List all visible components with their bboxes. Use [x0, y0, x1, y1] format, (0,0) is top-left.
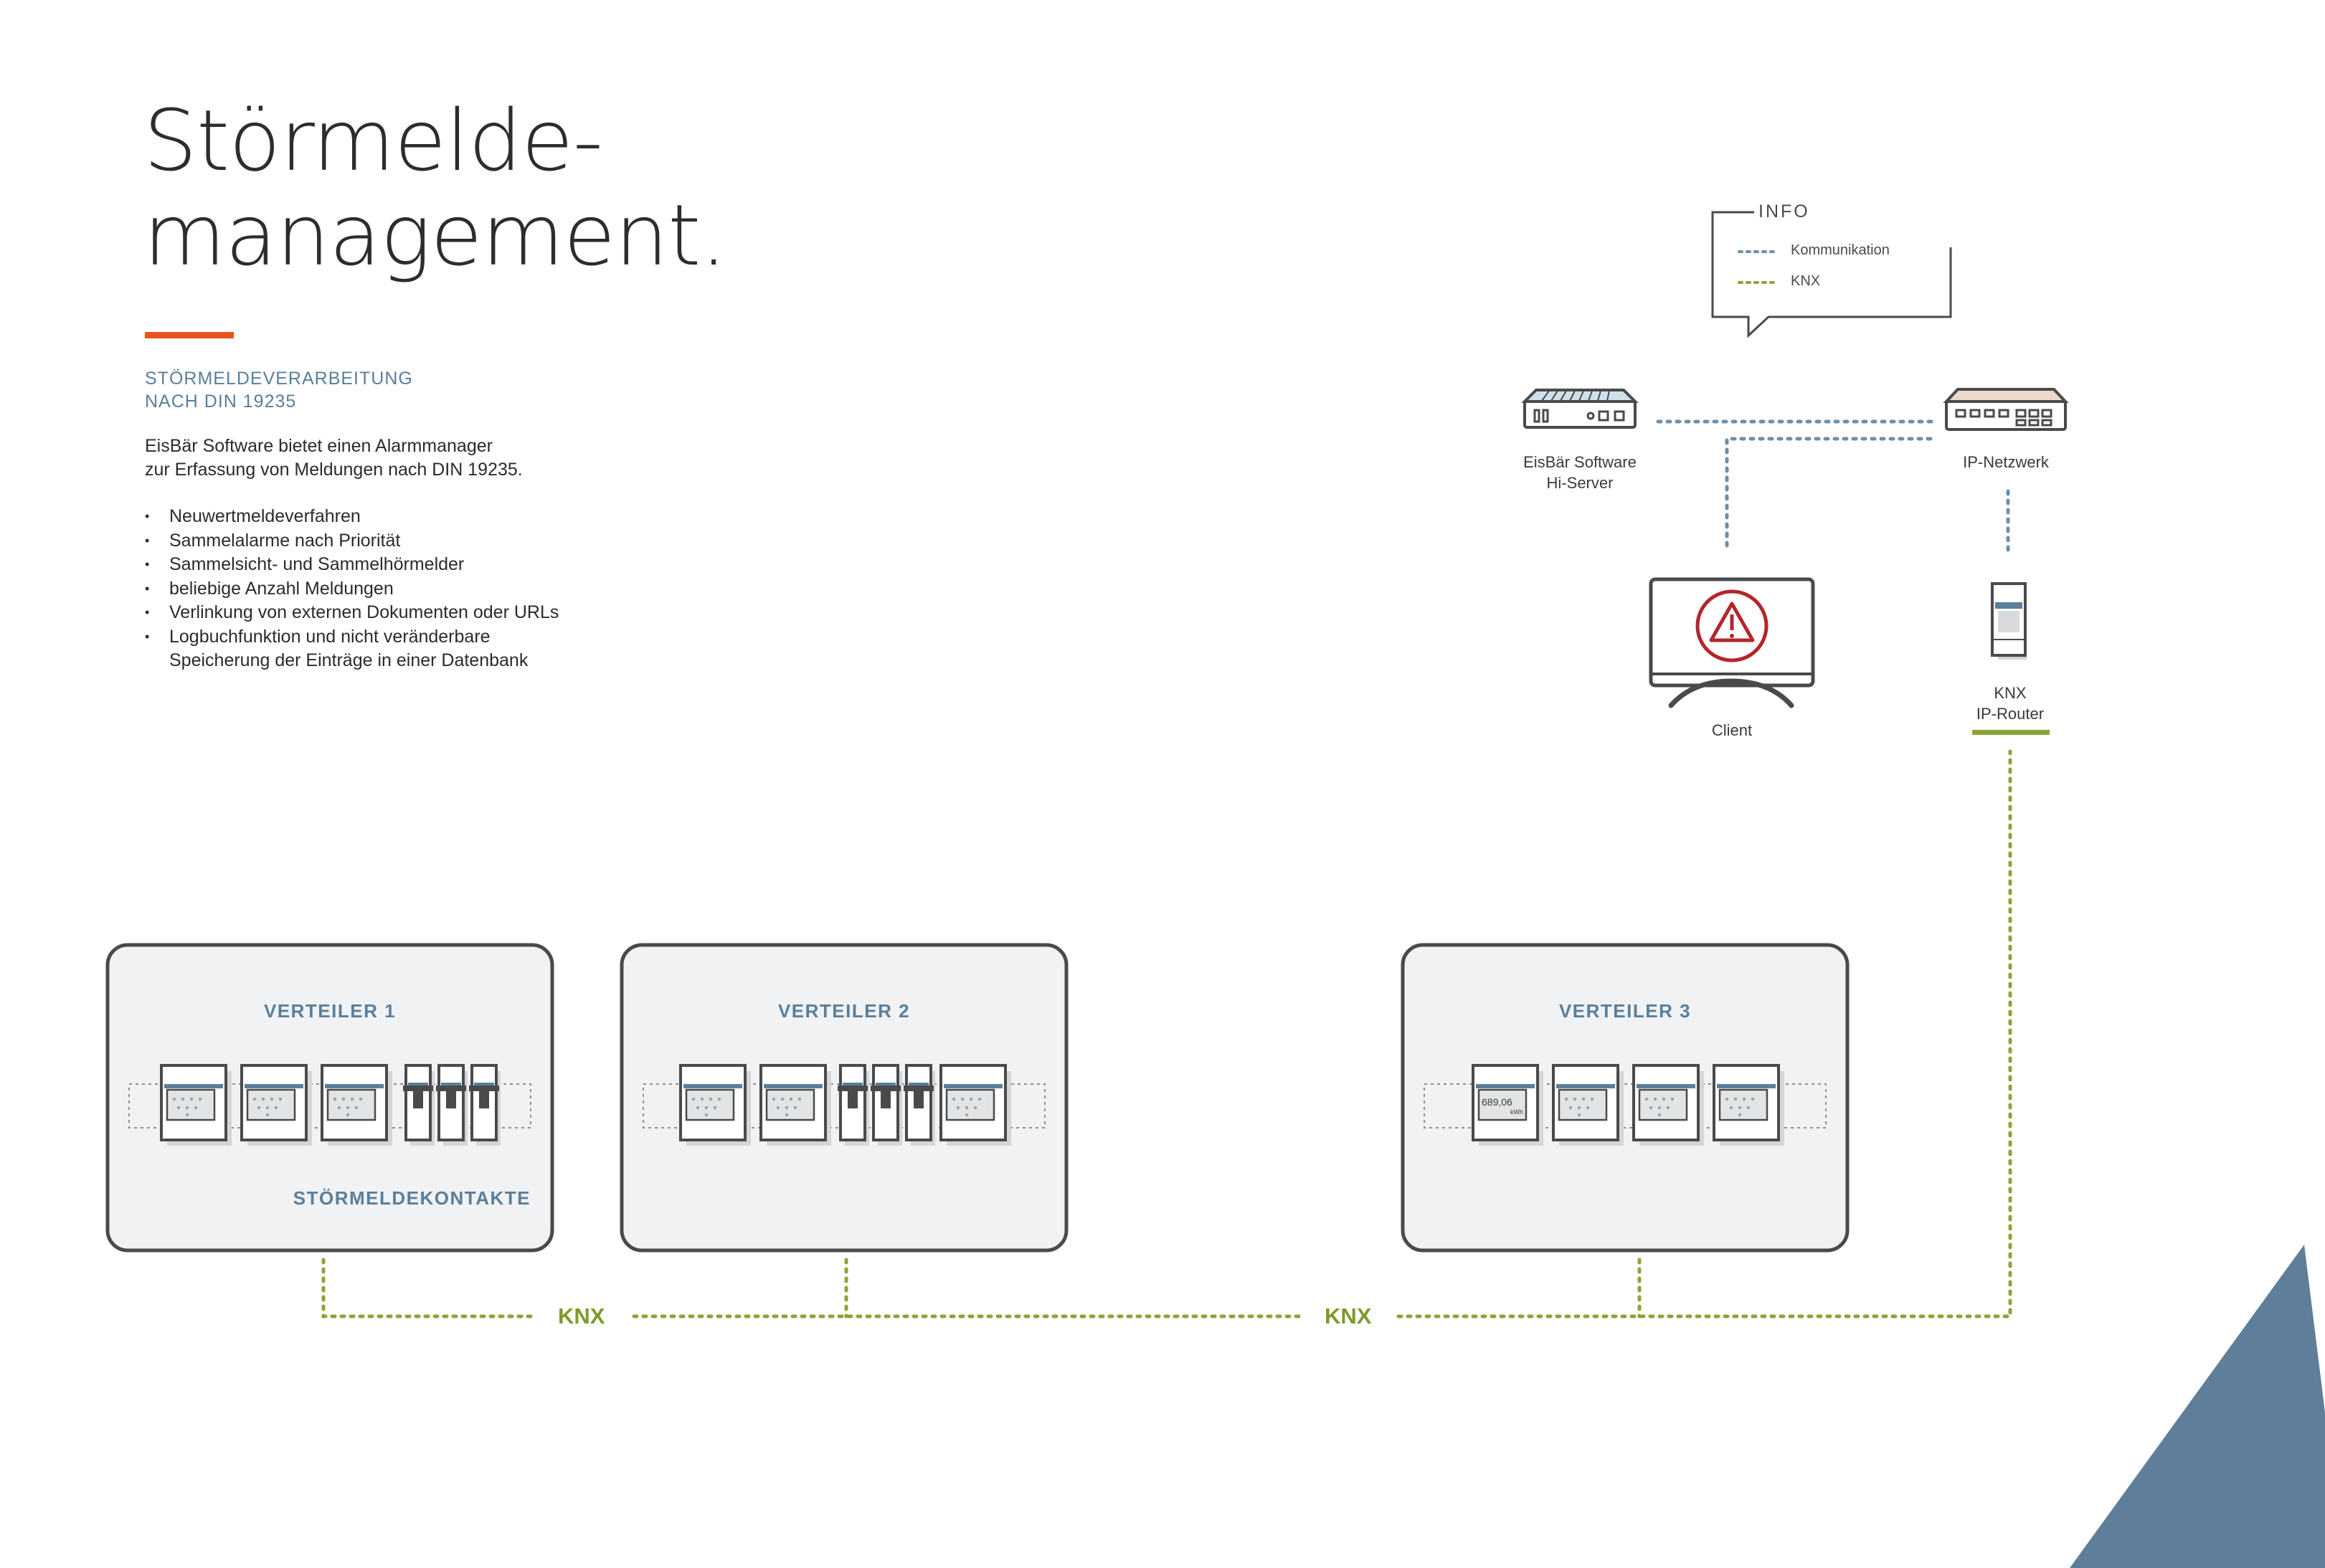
- server-label: EisBär Software Hi-Server: [1508, 452, 1652, 493]
- legend-label-knx: KNX: [1791, 273, 1821, 289]
- server-label-line-2: Hi-Server: [1546, 474, 1614, 492]
- client-monitor-icon: [1649, 577, 1815, 708]
- stoermeldekontakte-label: STÖRMELDEKONTAKTE: [293, 1187, 531, 1209]
- meter-reading: 689,06: [1482, 1096, 1512, 1108]
- din-module-icon: [871, 1064, 902, 1146]
- knx-bus-label-2: KNX: [1325, 1303, 1372, 1329]
- din-module-icon: [240, 1064, 312, 1146]
- communication-lines: [1656, 419, 2010, 554]
- din-module-icon: [469, 1064, 501, 1146]
- feature-item: Verlinkung von externen Dokumenten oder …: [145, 601, 559, 625]
- distributor-title-2: VERTEILER 2: [777, 1000, 911, 1022]
- distributor-title-1: VERTEILER 1: [263, 1000, 397, 1022]
- din-module-icon: [679, 1064, 751, 1146]
- feature-item: Neuwertmeldeverfahren: [145, 505, 559, 529]
- corner-triangle: [2070, 1245, 2325, 1568]
- feature-list: Neuwertmeldeverfahren Sammelalarme nach …: [145, 505, 559, 673]
- info-title: INFO: [1758, 201, 1810, 222]
- network-switch-icon: [1943, 388, 2069, 431]
- din-module-icon: [1552, 1064, 1624, 1146]
- page-title: Störmelde- management.: [143, 91, 727, 285]
- network-label: IP-Netzwerk: [1963, 453, 2049, 471]
- distributor-title-3: VERTEILER 3: [1558, 1000, 1692, 1022]
- page-title-line-2: management.: [143, 186, 727, 285]
- din-module-icon: [939, 1064, 1011, 1146]
- knx-router-icon: [1991, 582, 2027, 660]
- server-label-line-1: EisBär Software: [1523, 453, 1637, 471]
- speech-bubble-icon: [1711, 211, 1952, 338]
- din-module-icon: [436, 1064, 468, 1146]
- feature-item: Sammelsicht- und Sammelhörmelder: [145, 553, 559, 577]
- distributor-box-3: [1401, 943, 1850, 1253]
- intro-line-1: EisBär Software bietet einen Alarmmanage…: [145, 436, 493, 456]
- title-accent-rule: [145, 332, 234, 338]
- din-module-icon: [1632, 1064, 1704, 1146]
- intro-line-2: zur Erfassung von Meldungen nach DIN 192…: [145, 460, 523, 480]
- din-module-icon: [759, 1064, 831, 1146]
- router-knx-bar: [1972, 730, 2050, 735]
- meter-unit: kWh: [1510, 1108, 1523, 1116]
- feature-item: Sammelalarme nach Priorität: [145, 529, 559, 553]
- din-module-icon: [160, 1064, 232, 1146]
- server-icon: [1521, 389, 1639, 429]
- din-module-icon: [904, 1064, 935, 1146]
- din-module-icon: [1713, 1064, 1784, 1146]
- din-module-icon: [838, 1064, 869, 1146]
- intro-text: EisBär Software bietet einen Alarmmanage…: [145, 434, 523, 482]
- router-label-line-1: KNX: [1994, 684, 2027, 702]
- din-module-icon: [321, 1064, 392, 1146]
- warning-icon: [1695, 589, 1768, 662]
- section-subtitle: STÖRMELDEVERARBEITUNG NACH DIN 19235: [145, 367, 413, 413]
- subtitle-line-2: NACH DIN 19235: [145, 391, 297, 412]
- din-module-icon: [403, 1064, 435, 1146]
- router-label-line-2: IP-Router: [1976, 705, 2045, 723]
- page-title-line-1: Störmelde-: [143, 91, 603, 190]
- legend-label-kommunikation: Kommunikation: [1791, 242, 1890, 258]
- knx-bus-lines: [321, 749, 2012, 1318]
- router-label: KNX IP-Router: [1938, 683, 2082, 724]
- client-label: Client: [1711, 721, 1753, 739]
- subtitle-line-1: STÖRMELDEVERARBEITUNG: [145, 369, 413, 389]
- knx-bus-label-1: KNX: [558, 1303, 605, 1329]
- feature-item: beliebige Anzahl Meldungen: [145, 577, 559, 602]
- feature-item: Logbuchfunktion und nicht veränderbare S…: [145, 625, 559, 673]
